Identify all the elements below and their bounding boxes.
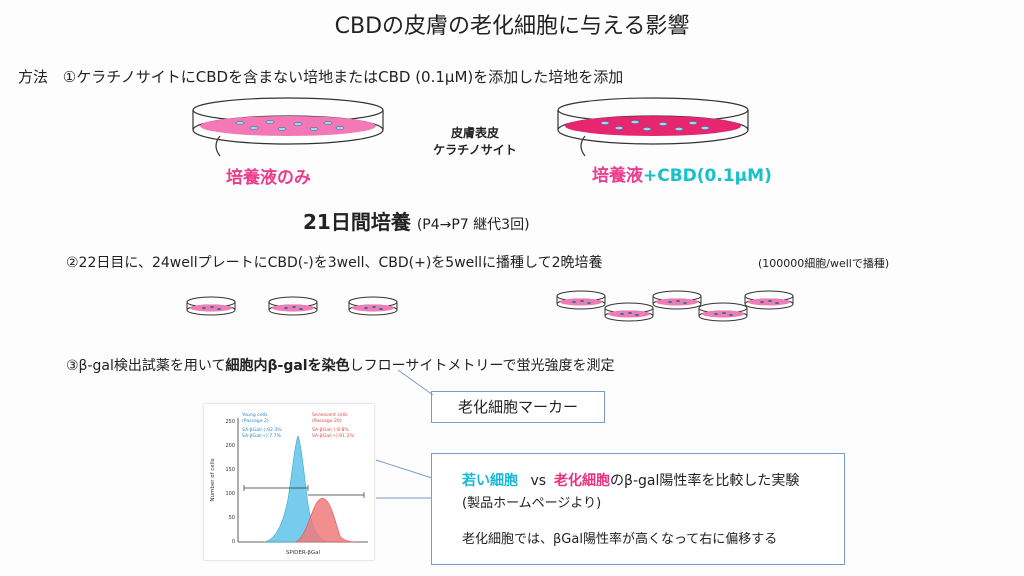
y-axis-label: Number of cells [210, 458, 216, 501]
x-axis-label: SPiDER-βGal [286, 550, 321, 556]
callout-conclusion: 老化細胞では、βGal陽性率が高くなって右に偏移する [462, 532, 778, 547]
control-dish-label: 培養液のみ [226, 168, 311, 188]
svg-text:SA-βGal(+):91.2%: SA-βGal(+):91.2% [312, 433, 354, 439]
cbd-dish-illustration [557, 97, 749, 157]
svg-text:100: 100 [225, 491, 235, 497]
page-title: CBDの皮膚の老化細胞に与える影響 [334, 14, 690, 39]
method-line: 方法 ①ケラチノサイトにCBDを含まない培地またはCBD (0.1μM)を添加し… [18, 66, 623, 87]
svg-text:50: 50 [229, 515, 235, 521]
svg-text:(Passage 20): (Passage 20) [312, 418, 342, 424]
step2-text: ②22日目に、24wellプレートにCBD(-)を3well、CBD(+)を5w… [66, 255, 603, 271]
cbd-dish-label: 培養液+CBD(0.1μM) [592, 166, 772, 186]
control-dish-illustration [192, 97, 384, 157]
svg-text:200: 200 [225, 443, 235, 449]
svg-text:SA-βGal(-):8.8%: SA-βGal(-):8.8% [312, 427, 349, 433]
step1-text: ①ケラチノサイトにCBDを含まない培地またはCBD (0.1μM)を添加した培地… [62, 68, 624, 86]
svg-text:SA-βGal(-):92.3%: SA-βGal(-):92.3% [242, 427, 282, 433]
well-plates-illustration [186, 290, 794, 322]
step2-note: (100000細胞/wellで播種) [758, 257, 890, 270]
callout-source: (製品ホームページより) [462, 496, 602, 511]
senescence-marker-box: 老化細胞マーカー [431, 391, 605, 423]
svg-text:(Passage 2): (Passage 2) [242, 418, 269, 424]
culture-duration: 21日間培養(P4→P7 継代3回) [303, 210, 530, 234]
senescent-cells-histogram [295, 497, 357, 543]
svg-text:250: 250 [225, 419, 235, 425]
svg-text:Senescent cells: Senescent cells [312, 412, 348, 418]
svg-text:SA-βGal(+):7.7%: SA-βGal(+):7.7% [242, 433, 282, 439]
svg-text:150: 150 [225, 467, 235, 473]
svg-text:Young cells: Young cells [241, 412, 268, 418]
svg-text:0: 0 [232, 539, 235, 545]
step3-text: ③β-gal検出試薬を用いて細胞内β-galを染色しフローサイトメトリーで蛍光強… [66, 358, 615, 374]
method-label: 方法 [18, 68, 49, 86]
flow-cytometry-histogram: 0 50 100 150 200 250 Young cells (Passag… [204, 404, 374, 560]
cell-type-note: 皮膚表皮 ケラチノサイト [433, 126, 517, 157]
y-tick-labels: 0 50 100 150 200 250 [225, 419, 235, 545]
